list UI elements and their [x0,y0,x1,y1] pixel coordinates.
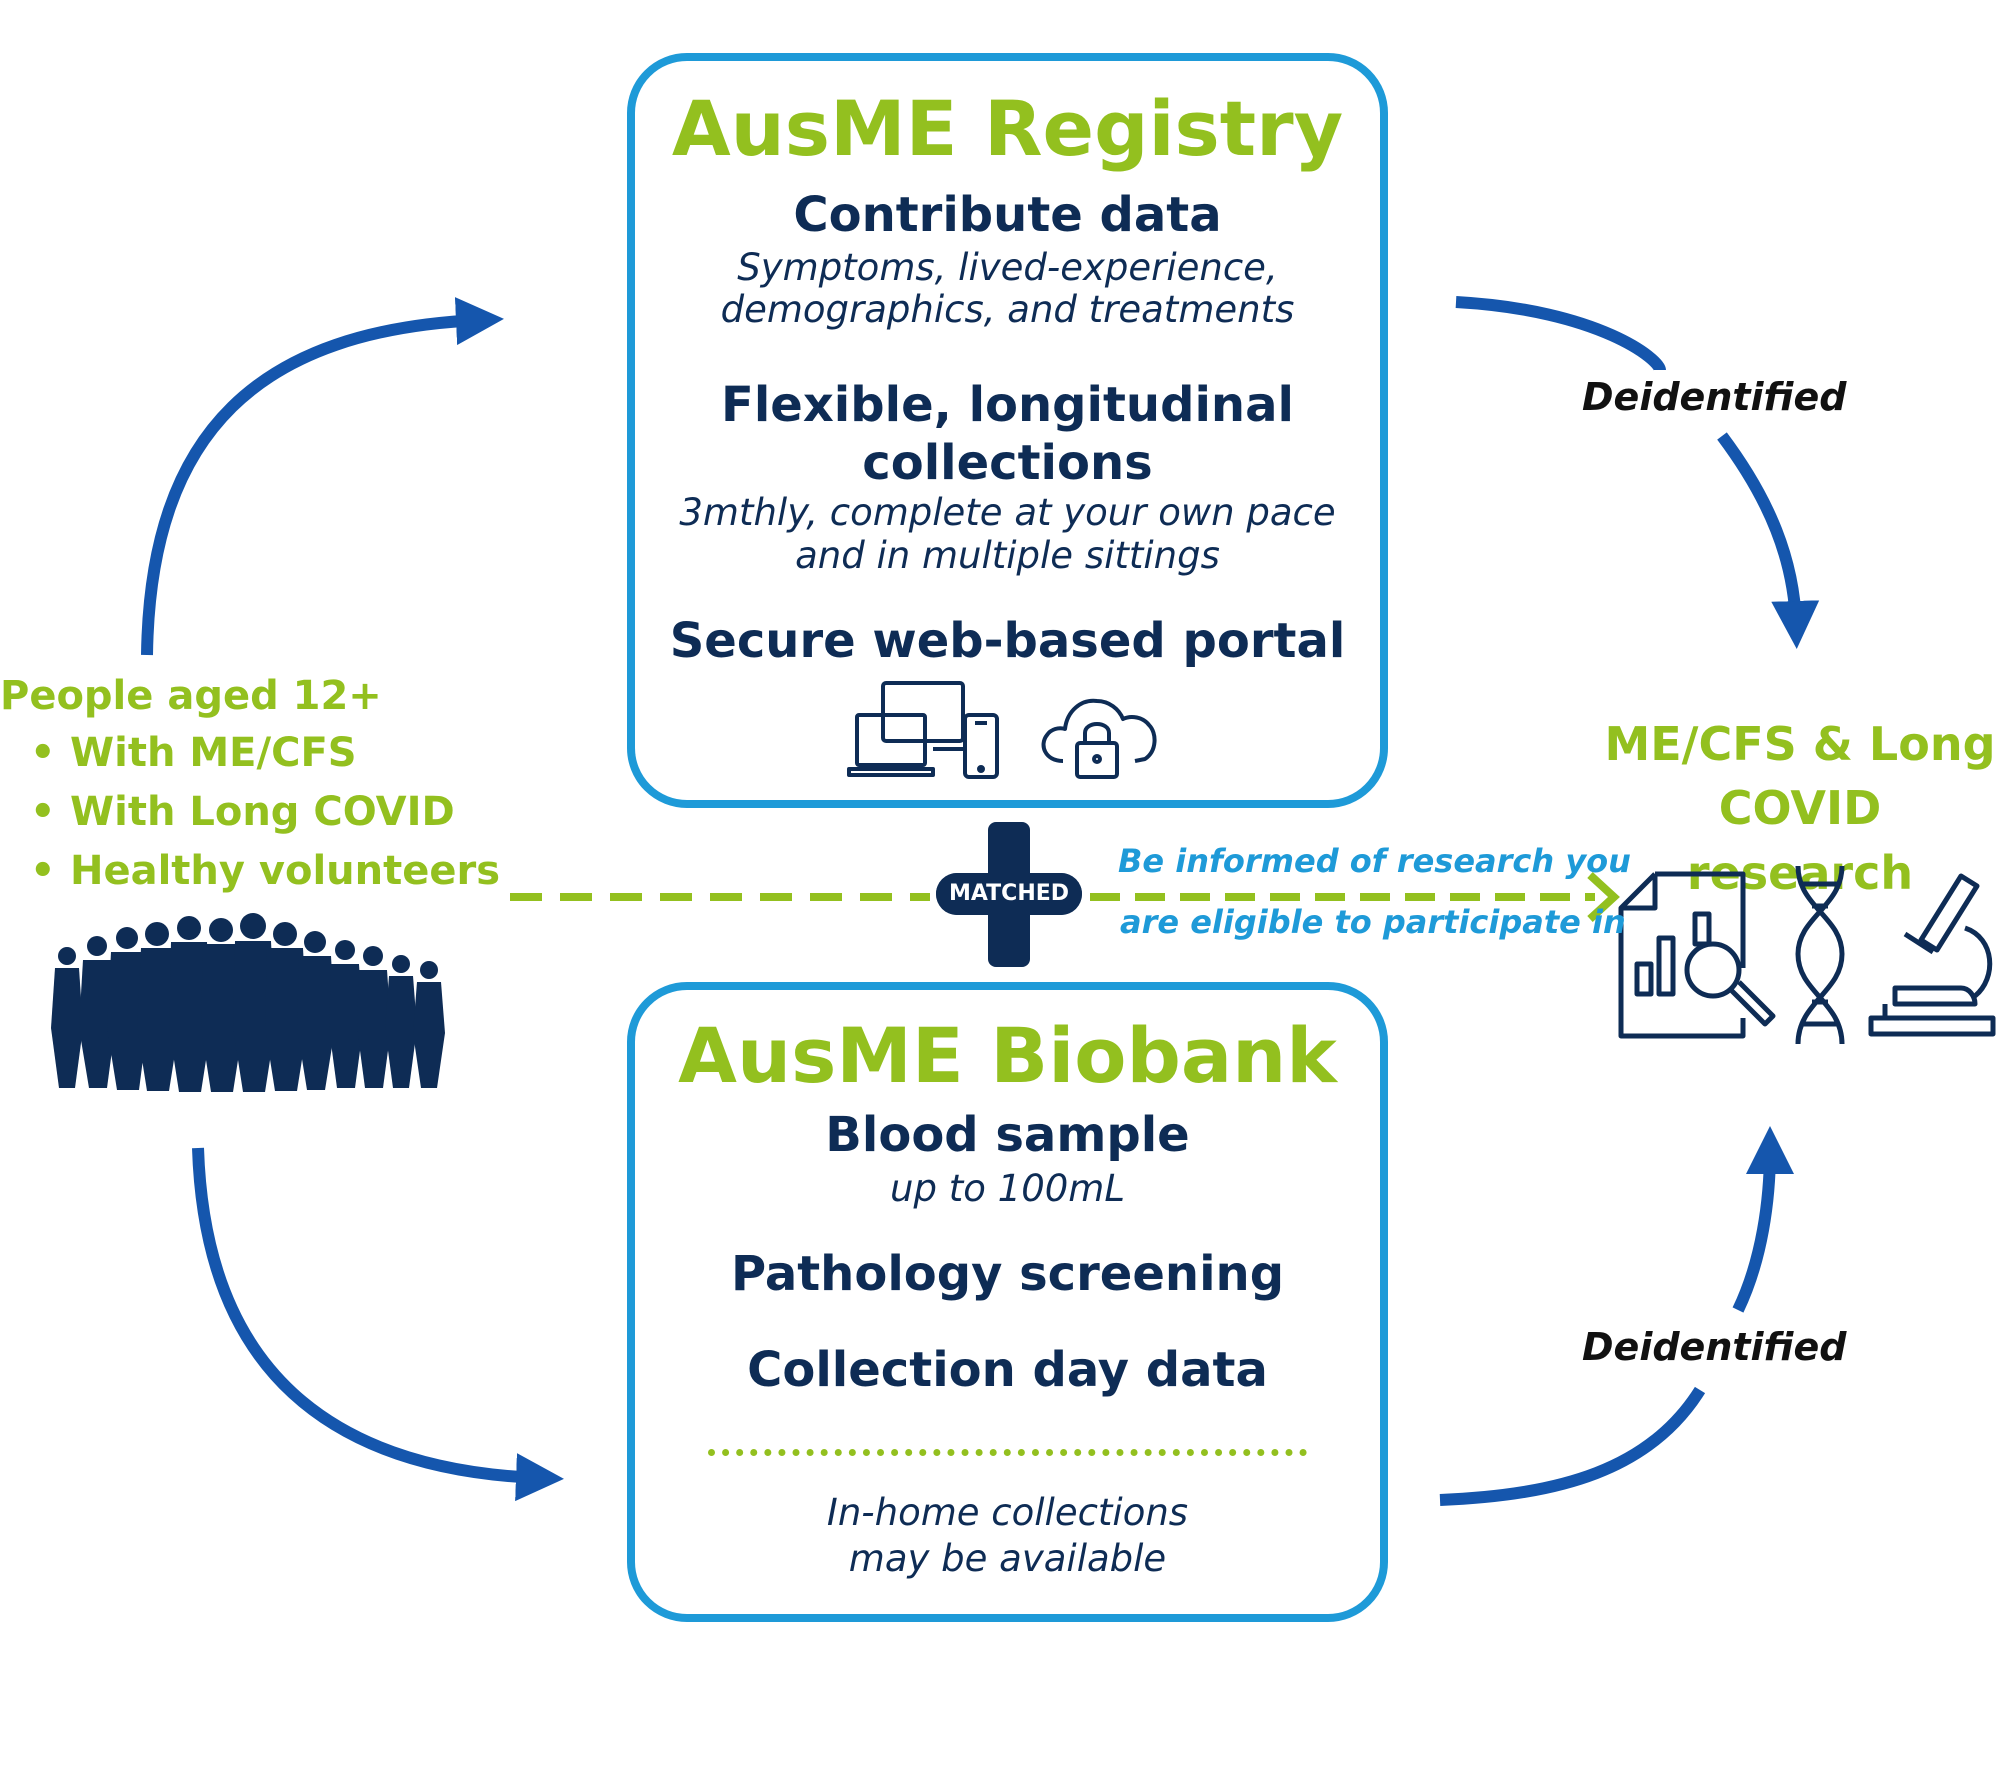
arrow-biobank-to-research [1439,1386,1706,1506]
matched-badge: MATCHED [936,873,1082,915]
people-item: •Healthy volunteers [30,848,501,894]
document-analysis-icon [1618,871,1776,1039]
arrow-people-to-registry [141,297,504,656]
informed-line-2: are eligible to participate in [1120,903,1626,941]
research-heading: ME/CFS & Long COVID research [1604,717,1996,900]
people-item: •With ME/CFS [30,730,357,776]
biobank-panel: AusME Biobank Blood sample up to 100mL P… [627,982,1388,1622]
flexible-detail-1: 3mthly, complete at your own pace [679,491,1336,534]
cloud-lock-icon [1041,698,1157,779]
flexible-heading-2: collections [862,435,1153,491]
portal-heading: Secure web-based portal [669,613,1346,669]
inhome-line-2: may be available [848,1537,1167,1580]
collection-heading: Collection day data [747,1342,1268,1398]
arrow-biobank-to-research-head [1732,1126,1794,1313]
people-heading: People aged 12+ [0,673,382,719]
flexible-heading-1: Flexible, longitudinal [721,377,1294,433]
contribute-detail-2: demographics, and treatments [720,288,1295,331]
arrow-people-to-biobank [192,1147,564,1502]
dashed-connector-arrowhead [1587,872,1620,922]
arrow-registry-to-research-head [1717,432,1820,649]
microscope-icon [1868,873,1996,1037]
arrow-registry-to-research [1455,296,1666,372]
biobank-title: AusME Biobank [678,1011,1337,1100]
devices-icon [847,681,999,779]
registry-panel: AusME Registry Contribute data Symptoms,… [627,53,1388,808]
deidentified-label-bottom: Deidentified [1582,1325,1847,1369]
inhome-line-1: In-home collections [826,1491,1189,1534]
contribute-heading: Contribute data [793,187,1222,243]
dna-icon [1795,865,1845,1045]
dotted-divider [708,1449,1307,1456]
blood-detail: up to 100mL [890,1167,1125,1210]
pathology-heading: Pathology screening [730,1246,1285,1302]
informed-line-1: Be informed of research you [1118,842,1631,880]
contribute-detail-1: Symptoms, lived-experience, [737,246,1278,289]
people-item: •With Long COVID [30,789,455,835]
crowd-silhouette-icon [51,913,445,1092]
blood-heading: Blood sample [825,1107,1190,1163]
flexible-detail-2: and in multiple sittings [795,534,1220,577]
deidentified-label-top: Deidentified [1582,375,1847,419]
registry-title: AusME Registry [671,84,1344,173]
